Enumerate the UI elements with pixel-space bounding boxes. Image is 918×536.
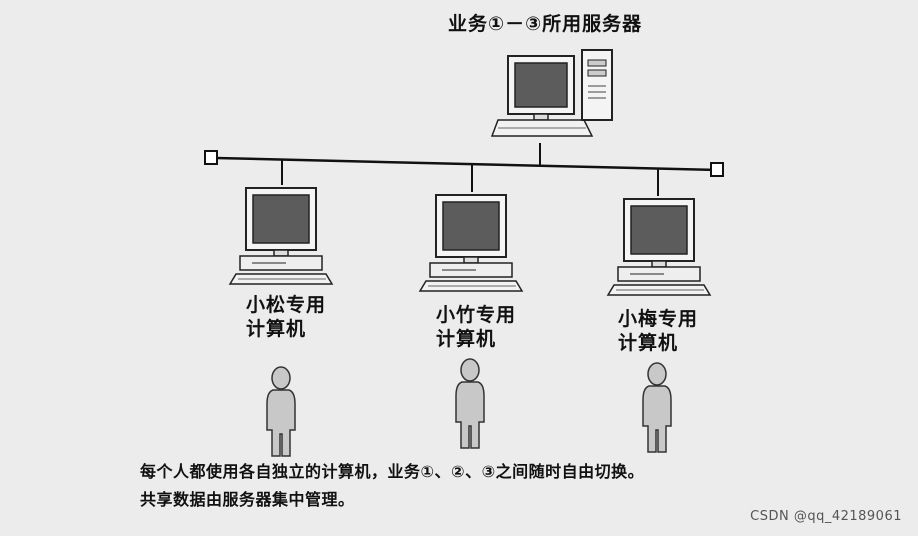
computer-label-3-line1: 小梅专用 [618, 308, 699, 330]
computer-label-2-line1: 小竹专用 [436, 304, 517, 326]
server-label: 业务①－③所用服务器 [448, 13, 643, 35]
network-bus [215, 156, 719, 172]
watermark: CSDN @qq_42189061 [750, 509, 902, 524]
bus-terminator-right [710, 162, 724, 177]
person-icon-2 [455, 358, 485, 449]
computer-label-1-line1: 小松专用 [246, 294, 327, 316]
computer-icon-1 [229, 187, 333, 285]
computer-label-1-line2: 计算机 [246, 318, 307, 340]
computer-icon-3 [607, 198, 711, 296]
server-icon [490, 49, 613, 137]
person-icon-3 [642, 362, 672, 453]
computer-label-2: 小竹专用 计算机 [436, 303, 516, 351]
computer-label-3: 小梅专用 计算机 [618, 307, 698, 355]
computer-label-3-line2: 计算机 [618, 332, 679, 354]
bus-terminator-left [204, 150, 218, 165]
computer-icon-2 [419, 194, 523, 292]
person-icon-1 [266, 366, 296, 457]
caption-line-1: 每个人都使用各自独立的计算机，业务①、②、③之间随时自由切换。 [140, 462, 645, 481]
computer-label-1: 小松专用 计算机 [246, 293, 326, 341]
caption-line-2: 共享数据由服务器集中管理。 [140, 490, 355, 509]
computer-label-2-line2: 计算机 [436, 328, 497, 350]
